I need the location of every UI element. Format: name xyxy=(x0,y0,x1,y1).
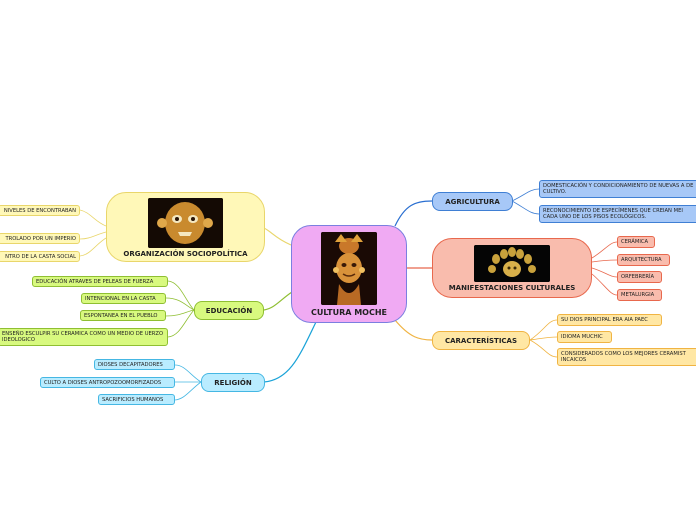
educacion-item-3[interactable]: ESPONTANEA EN EL PUEBLO xyxy=(80,310,166,321)
manifestaciones-item-1[interactable]: CERÁMICA xyxy=(617,236,655,248)
link-organizacion xyxy=(263,227,292,246)
center-node[interactable]: CULTURA MOCHE xyxy=(291,225,407,323)
moche-golden-figure-icon xyxy=(321,232,377,305)
religion-item-3[interactable]: SACRIFICIOS HUMANOS xyxy=(98,394,175,405)
moche-gold-headdress-icon xyxy=(474,245,550,282)
branch-organizacion[interactable]: ORGANIZACIÓN SOCIOPOLÍTICA xyxy=(106,192,265,262)
caracteristicas-item-3[interactable]: CONSIDERADOS COMO LOS MEJORES CERAMIST I… xyxy=(557,348,696,366)
link-educacion xyxy=(263,291,293,311)
caracteristicas-item-1[interactable]: SU DIOS PRINCIPAL ERA AIA PAEC xyxy=(557,314,662,326)
educacion-item-4[interactable]: ENSEÑO ESCULPIR SU CERAMICA COMO UN MEDI… xyxy=(0,328,168,346)
organizacion-item-2[interactable]: TROLADO POR UN IMPERIO xyxy=(0,233,80,244)
center-title: CULTURA MOCHE xyxy=(310,308,388,317)
agricultura-item-1[interactable]: DOMESTICACIÓN Y CONDICIONAMIENTO DE NUEV… xyxy=(539,180,696,198)
branch-educacion[interactable]: EDUCACIÓN xyxy=(194,301,264,320)
branch-manifestaciones-title: MANIFESTACIONES CULTURALES xyxy=(448,284,576,292)
educacion-item-2[interactable]: INTENCIONAL EN LA CASTA xyxy=(81,293,166,304)
branch-religion[interactable]: RELIGIÓN xyxy=(201,373,265,392)
branch-caracteristicas[interactable]: CARACTERÍSTICAS xyxy=(432,331,530,350)
link-agricultura xyxy=(394,200,433,227)
agricultura-item-2[interactable]: RECONOCIMIENTO DE ESPECÍMENES QUE CREIAN… xyxy=(539,205,696,223)
organizacion-item-1[interactable]: NIVELES DE ENCONTRABAN xyxy=(0,205,80,216)
branch-agricultura[interactable]: AGRICULTURA xyxy=(432,192,513,211)
manifestaciones-item-3[interactable]: ORFEBRERÍA xyxy=(617,271,662,283)
link-religion xyxy=(263,321,317,383)
organizacion-item-3[interactable]: NTRO DE LA CASTA SOCIAL xyxy=(0,251,80,262)
manifestaciones-item-4[interactable]: METALURGIA xyxy=(617,289,662,301)
religion-item-1[interactable]: DIOSES DECAPITADORES xyxy=(94,359,175,370)
branch-manifestaciones[interactable]: MANIFESTACIONES CULTURALES xyxy=(432,238,592,298)
religion-item-2[interactable]: CULTO A DIOSES ANTROPOZOOMORFIZADOS xyxy=(40,377,175,388)
branch-organizacion-title: ORGANIZACIÓN SOCIOPOLÍTICA xyxy=(123,250,248,258)
manifestaciones-item-2[interactable]: ARQUITECTURA xyxy=(617,254,670,266)
caracteristicas-item-2[interactable]: IDIOMA MUCHIC xyxy=(557,331,612,343)
link-caracteristicas xyxy=(394,319,433,341)
moche-golden-mask-icon xyxy=(148,198,223,248)
educacion-item-1[interactable]: EDUCACIÓN ATRAVES DE PELEAS DE FUERZA xyxy=(32,276,168,287)
